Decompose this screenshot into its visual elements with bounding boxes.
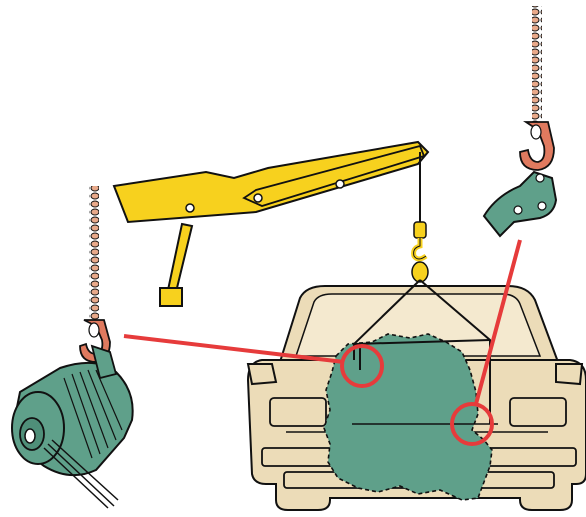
alternator-icon <box>12 346 133 508</box>
right-headlight <box>510 398 566 426</box>
hoist-chain-icon-right <box>532 6 542 122</box>
hoist-chain-icon <box>89 186 99 320</box>
crane-boom <box>114 142 428 222</box>
bracket-bolt-1 <box>514 206 522 214</box>
right-hook-eye <box>531 125 541 139</box>
right-mirror <box>556 364 582 384</box>
left-chain <box>89 186 99 320</box>
engine-bracket-icon <box>484 172 556 236</box>
lifting-hook-icon-right <box>520 122 554 170</box>
crane-pivot-1 <box>186 204 194 212</box>
crane-hook-swivel <box>414 222 426 238</box>
crane-leg <box>168 224 192 292</box>
crane-foot <box>160 288 182 306</box>
left-hook-eye <box>89 323 99 337</box>
crane-ring <box>412 262 428 282</box>
bracket-bolt-3 <box>536 174 544 182</box>
crane-pivot-2 <box>254 194 262 202</box>
bracket-bolt-2 <box>538 202 546 210</box>
alternator-shaft <box>25 429 35 443</box>
left-mirror <box>248 364 276 384</box>
crane-pivot-3 <box>336 180 344 188</box>
right-chain <box>532 6 542 122</box>
left-headlight <box>270 398 326 426</box>
